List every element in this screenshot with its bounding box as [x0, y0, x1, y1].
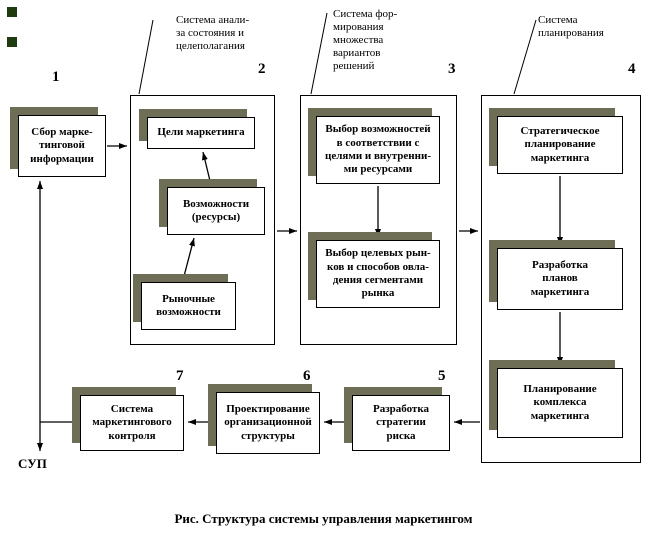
block-4-number: 4 — [628, 61, 636, 77]
block-market-opportunities: Рыночные возможности — [141, 282, 236, 330]
sup-label: СУП — [18, 456, 47, 471]
block-marketing-plans: Разработка планов маркетинга — [497, 248, 623, 310]
block-collect-marketing-info: Сбор марке- тинговой информации — [18, 115, 106, 177]
block-5-number: 5 — [438, 368, 446, 384]
block-6-number: 6 — [303, 368, 311, 384]
decorative-square-icon — [7, 37, 17, 47]
callout-analysis-system: Система анали- за состояния и целеполага… — [176, 14, 250, 52]
block-org-structure-design: Проектирование организационной структуры — [216, 392, 320, 454]
block-marketing-goals: Цели маркетинга — [147, 117, 255, 149]
decorative-square-icon — [7, 7, 17, 17]
container-planning-system — [481, 95, 641, 463]
container-analysis-system — [130, 95, 275, 345]
container-formation-system — [300, 95, 457, 345]
callout-planning-system: Система планирования — [538, 14, 604, 39]
block-7-number: 7 — [176, 368, 184, 384]
leader-line-analysis — [138, 19, 154, 95]
block-marketing-control: Система маркетингового контроля — [80, 395, 184, 451]
block-2-number: 2 — [258, 61, 266, 77]
leader-line-formation — [310, 12, 328, 95]
block-1-number: 1 — [52, 69, 60, 85]
leader-line-planning — [513, 19, 537, 95]
callout-formation-system: Система фор- мирования множества вариант… — [333, 8, 398, 72]
block-select-opportunities: Выбор возможностей в соответствии с целя… — [316, 116, 440, 184]
block-marketing-mix-planning: Планирование комплекса маркетинга — [497, 368, 623, 438]
block-strategic-planning: Стратегическое планирование маркетинга — [497, 116, 623, 174]
block-opportunities-resources: Возможности (ресурсы) — [167, 187, 265, 235]
block-risk-strategy: Разработка стратегии риска — [352, 395, 450, 451]
figure-caption: Рис. Структура системы управления маркет… — [174, 511, 473, 526]
block-select-target-markets: Выбор целевых рын- ков и способов овла- … — [316, 240, 440, 308]
block-3-number: 3 — [448, 61, 456, 77]
